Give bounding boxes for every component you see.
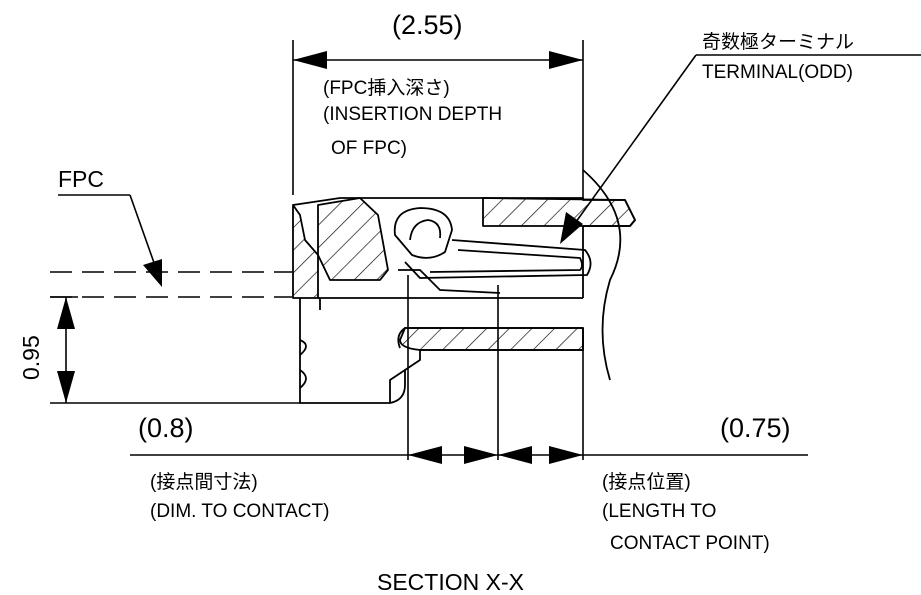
contact-dimensions [130,275,808,464]
fpc-label: FPC [58,166,104,192]
terminal-label-en: TERMINAL(ODD) [702,62,853,83]
contact-point-label-en-2: CONTACT POINT) [610,533,770,554]
terminal-spring [404,239,592,279]
arrow-right-icon [549,51,583,69]
arrow-right-icon [464,446,498,464]
thickness-value: 0.95 [18,335,44,380]
thickness-dimension [50,296,300,404]
insertion-depth-label-en-2: OF FPC) [331,138,407,159]
insertion-depth-label-jp: (FPC挿入深さ) [323,78,450,99]
actuator-cam [393,207,453,259]
contact-point-label-jp: (接点位置) [602,472,691,493]
contact-point-value: (0.75) [720,413,791,443]
connector-housing [292,169,636,404]
insertion-depth-dimension [292,40,584,200]
fpc-dashed-outline [50,271,292,298]
section-title: SECTION X-X [377,569,524,595]
fpc-leader [58,194,162,287]
leader-arrow-icon [143,259,162,287]
terminal-label-jp: 奇数極ターミナル [702,32,855,53]
insertion-depth-label-en-1: (INSERTION DEPTH [323,104,503,125]
contact-dim-label-en: (DIM. TO CONTACT) [150,501,330,522]
arrow-right-icon [549,446,583,464]
contact-dim-value: (0.8) [138,413,194,443]
insertion-depth-value: (2.55) [392,10,463,40]
contact-point-label-en-1: (LENGTH TO [602,501,717,522]
contact-dim-label-jp: (接点間寸法) [150,472,258,493]
arrow-left-icon [498,446,532,464]
lower-housing [299,298,584,404]
arrow-up-icon [57,297,75,329]
arrow-left-icon [408,446,442,464]
arrow-left-icon [293,51,327,69]
arrow-down-icon [57,371,75,403]
